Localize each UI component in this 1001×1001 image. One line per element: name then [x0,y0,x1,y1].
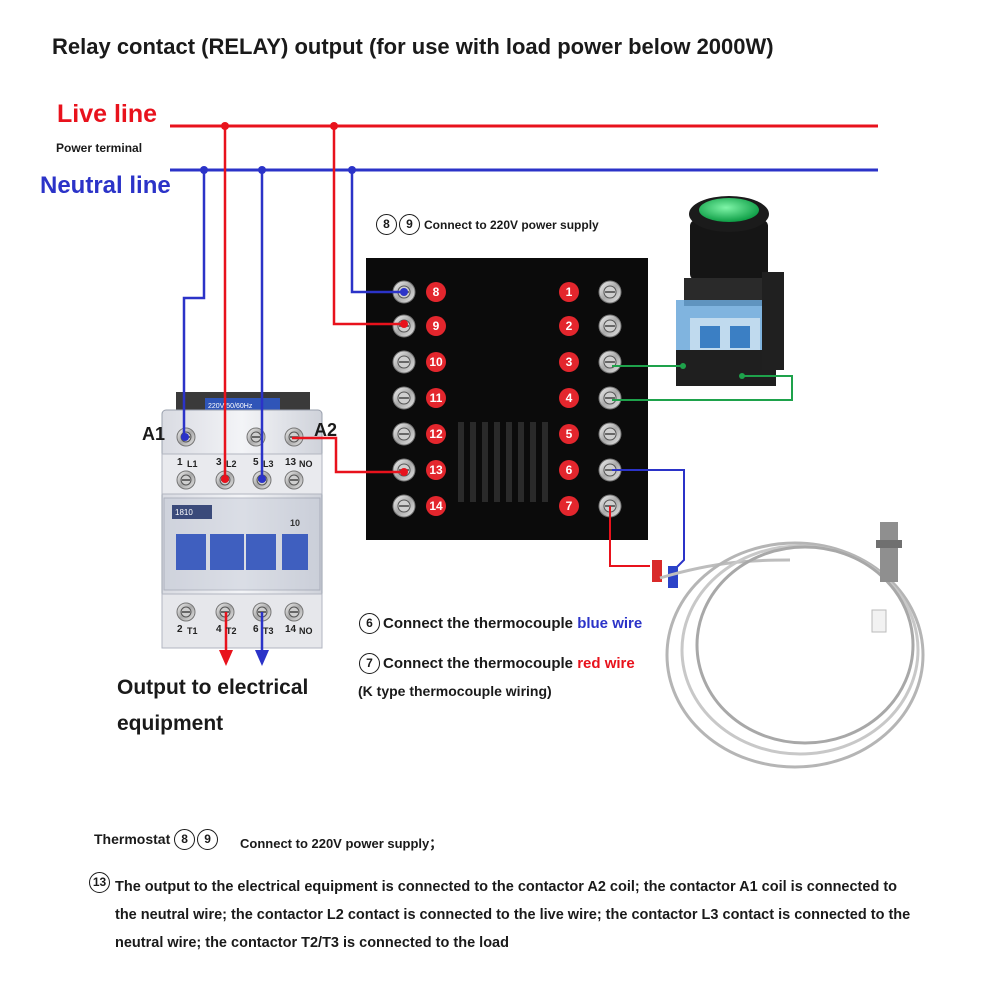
push-button-switch [676,196,784,386]
circled-8: 8 [376,214,397,235]
thermostat-label: Thermostat [94,831,171,847]
circled-13: 13 [89,872,110,893]
power-supply-note: 8 9 Connect to 220V power supply [376,214,599,235]
top-terminal-number: 1 [177,457,183,468]
bottom-terminal-label: NO [299,626,313,636]
red-note-text: Connect the thermocouple [383,655,578,672]
load-output-arrows [219,612,269,666]
terminal-screw-right [598,386,622,410]
terminal-number-right: 2 [559,316,579,336]
terminal-screw-left [392,350,416,374]
terminal-number-right: 3 [559,352,579,372]
terminal-number-left: 9 [426,316,446,336]
bottom-terminal-label: T1 [187,626,198,636]
neutral-to-a1-wire [181,170,206,441]
terminal-number-right: 7 [559,496,579,516]
top-terminal-number: 13 [285,457,297,468]
contactor [161,392,323,649]
bottom-wiring-note: The output to the electrical equipment i… [115,879,911,951]
circled-9: 9 [399,214,420,235]
terminal-screw-right [598,280,622,304]
page-title: Relay contact (RELAY) output (for use wi… [52,34,774,59]
terminal-screw-left [392,494,416,518]
power-wire-9 [332,126,408,328]
live-to-l2-wire [221,126,229,483]
thermostat-note-text: Connect to 220V power supply； [240,836,443,851]
coil-screw-mid [246,427,266,447]
terminal-screw-left [392,422,416,446]
contactor-top-screw [176,470,196,490]
thermocouple-red-wire [609,506,650,567]
contactor-model: 1810 [175,508,193,517]
circled-7: 7 [359,653,380,674]
coil-a2-label: A2 [314,420,338,440]
terminal-number-right: 5 [559,424,579,444]
output-label-line1: Output to electrical [117,676,309,699]
circled-8-note: 8 [174,829,196,850]
top-terminal-number: 3 [216,457,222,468]
bottom-terminal-number: 6 [253,624,259,635]
terminal-screw-right [598,314,622,338]
top-terminal-label: L2 [226,459,237,469]
terminal-number-left: 10 [426,352,446,372]
bottom-terminal-number: 14 [285,624,297,635]
terminal-number-left: 13 [426,460,446,480]
contactor-bottom-screw [284,602,304,622]
bottom-terminal-number: 4 [216,624,222,635]
blue-wire-word: blue wire [577,615,643,632]
terminal-screw-right [598,458,622,482]
terminal-number-left: 14 [426,496,446,516]
power-supply-text: Connect to 220V power supply [424,218,599,232]
thermocouple-probe [652,522,925,769]
switch-wire-4 [612,375,793,401]
bottom-terminal-label: T3 [263,626,274,636]
red-wire-word: red wire [577,655,635,672]
terminal-number-right: 1 [559,282,579,302]
terminal-number-left: 8 [426,282,446,302]
blue-note-text: Connect the thermocouple [383,615,578,632]
bottom-terminal-label: T2 [226,626,237,636]
rating-plate: 220V 50/60Hz [208,403,253,410]
neutral-to-l3-wire [258,170,266,483]
terminal-number-right: 4 [559,388,579,408]
coil-a1-label: A1 [142,424,166,444]
terminal-number-right: 6 [559,460,579,480]
power-wire-8 [350,170,408,296]
terminal-number-left: 11 [426,388,446,408]
aux-contact-label: 10 [290,518,301,528]
circled-6: 6 [359,613,380,634]
top-terminal-label: NO [299,459,313,469]
contactor-top-screw [284,470,304,490]
thermostat-controller [366,258,648,540]
contactor-bottom-screw [176,602,196,622]
terminal-screw-right [598,350,622,374]
a2-to-13-wire [292,436,408,476]
circled-9-note: 9 [197,829,219,850]
neutral-line-wire [170,166,878,174]
top-terminal-label: L1 [187,459,198,469]
top-terminal-label: L3 [263,459,274,469]
neutral-line-label: Neutral line [40,172,171,199]
bottom-terminal-number: 2 [177,624,183,635]
top-terminal-number: 5 [253,457,259,468]
terminal-screw-left [392,386,416,410]
live-line-label: Live line [57,100,158,128]
terminal-number-left: 12 [426,424,446,444]
output-label-line2: equipment [117,712,224,735]
live-line-wire [170,122,878,130]
terminal-screw-right [598,422,622,446]
power-terminal-label: Power terminal [56,141,143,155]
thermocouple-type-note: (K type thermocouple wiring) [358,683,552,699]
